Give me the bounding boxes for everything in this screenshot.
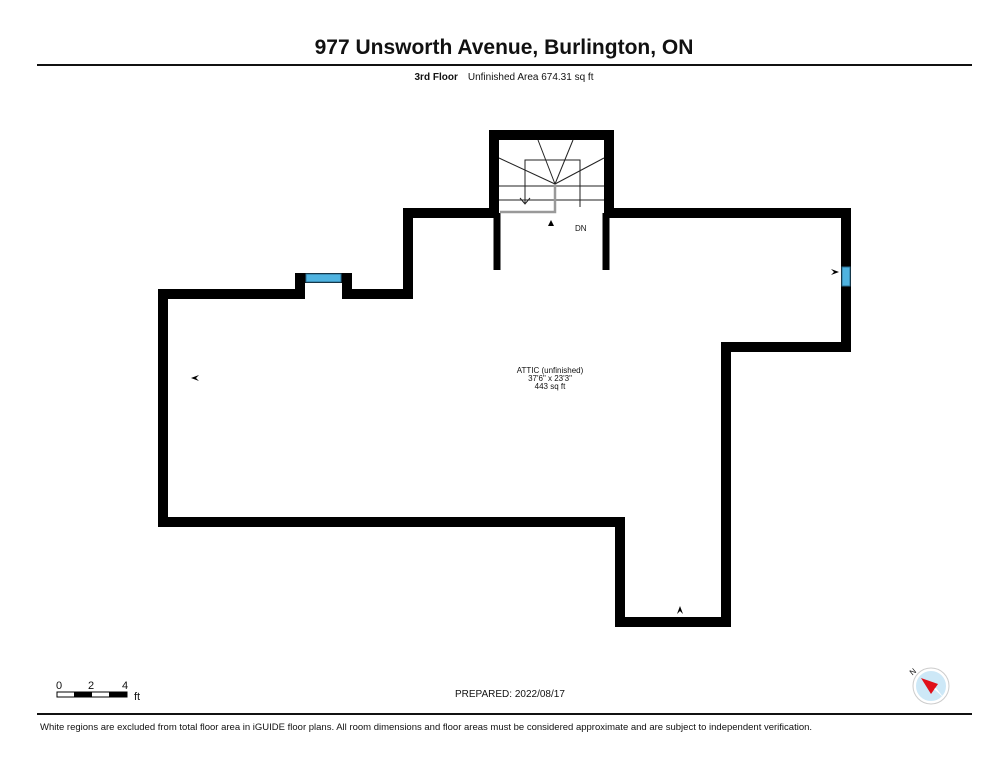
floor-area: Unfinished Area 674.31 sq ft <box>467 72 594 83</box>
door-arrow-icon <box>831 269 839 275</box>
floor-summary: 3rd Floor Unfinished Area 674.31 sq ft <box>0 72 1008 83</box>
scale-tick: 2 <box>88 680 94 692</box>
stair-arrow-icon <box>548 220 554 226</box>
prepared-date: PREPARED: 2022/08/17 <box>455 689 565 700</box>
staircase <box>498 139 605 214</box>
room-name: ATTIC (unfinished) <box>517 366 584 375</box>
door-arrow-icon <box>677 606 683 614</box>
room-dimensions: 37'6" x 23'3" <box>528 374 572 383</box>
room-area: 443 sq ft <box>535 382 566 391</box>
compass-north-label: N <box>908 666 918 677</box>
footer-divider <box>37 713 972 715</box>
window-right <box>841 266 851 287</box>
compass-icon: N <box>908 666 950 705</box>
scale-bar: 0 2 4 ft <box>56 680 140 703</box>
floor-name: 3rd Floor <box>414 72 458 83</box>
scale-tick: 0 <box>56 680 62 692</box>
stair-label: DN <box>575 224 587 233</box>
page-title: 977 Unsworth Avenue, Burlington, ON <box>314 36 694 59</box>
exterior-walls <box>158 130 851 627</box>
window-top <box>305 273 342 283</box>
door-arrow-icon <box>191 375 199 381</box>
scale-tick: 4 <box>122 680 128 692</box>
header-divider <box>37 64 972 66</box>
disclaimer: White regions are excluded from total fl… <box>40 722 813 733</box>
scale-unit: ft <box>134 691 140 703</box>
